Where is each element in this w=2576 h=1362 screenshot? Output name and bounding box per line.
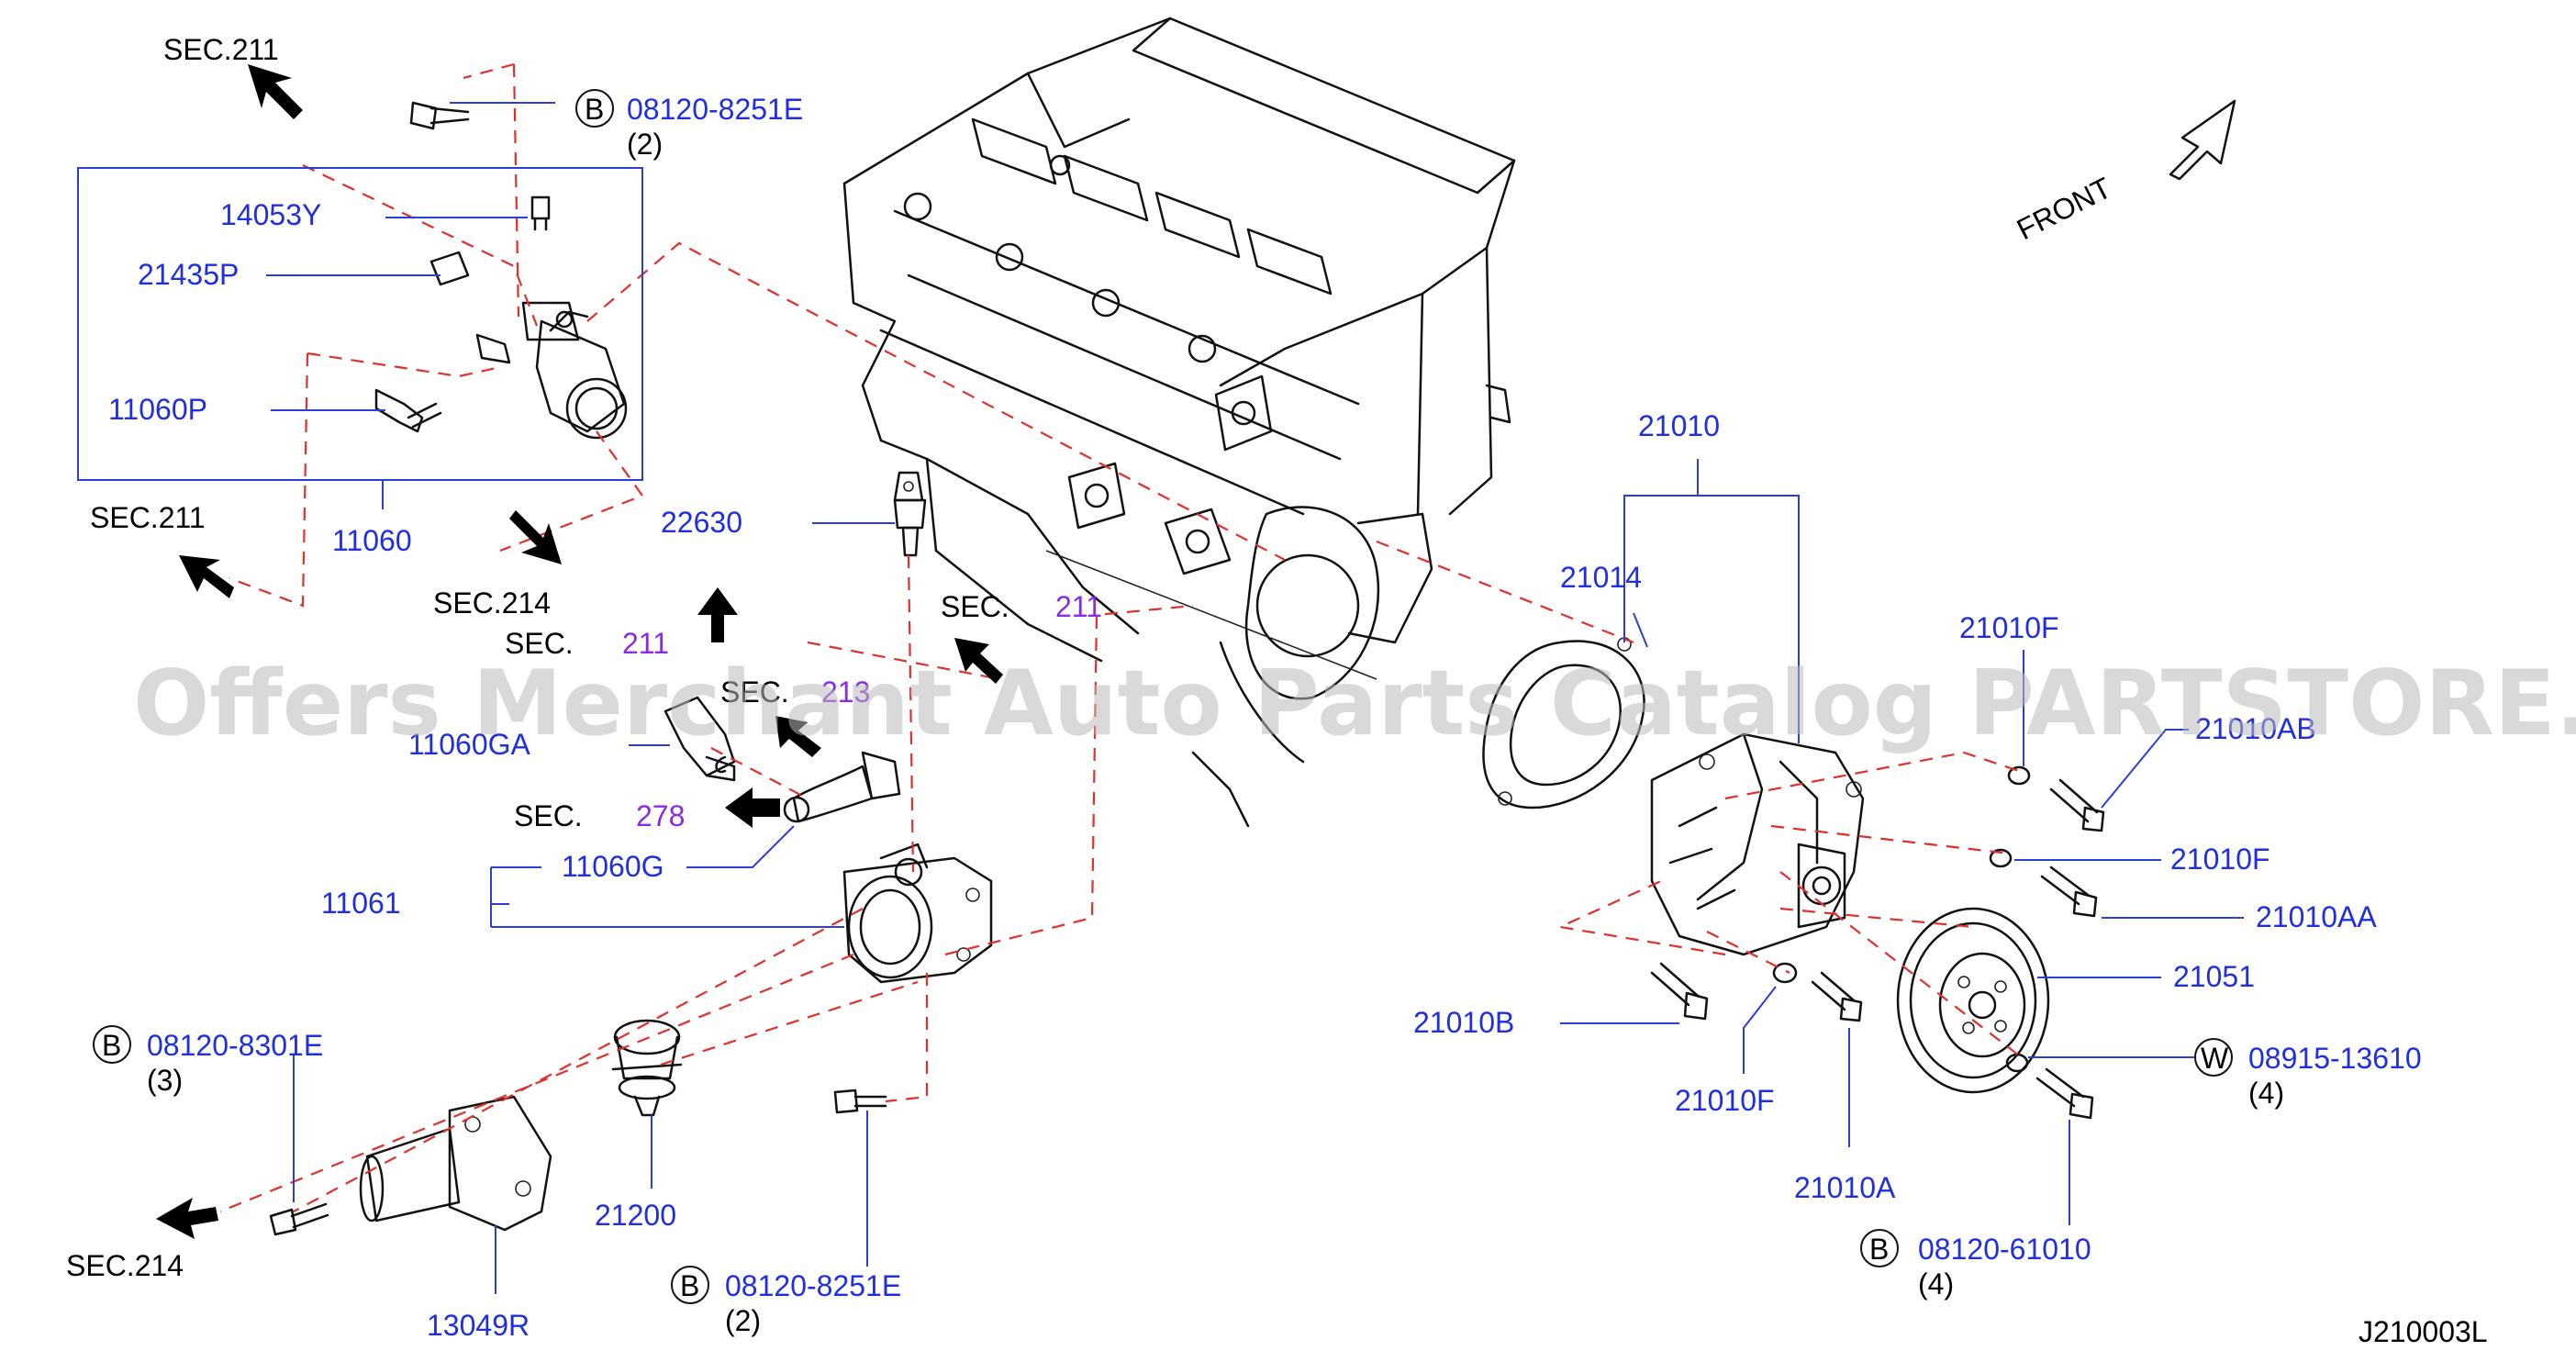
sec-b-number[interactable]: 213 <box>821 675 870 709</box>
sec-c-number[interactable]: 278 <box>636 799 685 832</box>
badge-circle <box>1860 1229 1899 1267</box>
part-11060G[interactable]: 11060G <box>562 850 664 883</box>
badge-circle <box>2194 1038 2233 1077</box>
washer-21010F-mid <box>1989 848 2013 868</box>
part-21010F-top[interactable]: 21010F <box>1959 611 2059 644</box>
washer-21010F-bottom <box>1772 962 1798 984</box>
arrow-sec211-left <box>179 555 234 598</box>
sec-b-label[interactable]: SEC. <box>720 675 789 709</box>
thermostat-housing-11061-drawing <box>842 843 993 984</box>
sec-d-number[interactable]: 211 <box>1055 590 1102 623</box>
bolt-11060P-drawing <box>374 388 442 433</box>
fastener-right-qty: (4) <box>1918 1267 1954 1301</box>
sec211-top-label[interactable]: SEC.211 <box>163 33 279 66</box>
thermostat-housing-11060-drawing <box>475 195 628 440</box>
part-21051[interactable]: 21051 <box>2173 960 2255 993</box>
arrow-sec214-mid <box>509 510 562 564</box>
part-21010F-mid[interactable]: 21010F <box>2170 843 2270 876</box>
fastener-left-code[interactable]: 08120-8301E <box>147 1029 323 1062</box>
part-21010A[interactable]: 21010A <box>1794 1171 1896 1204</box>
part-21010AB[interactable]: 21010AB <box>2195 712 2316 745</box>
fastener-top-code[interactable]: 08120-8251E <box>627 93 803 126</box>
fastener-bottom-badge: B <box>680 1269 699 1302</box>
water-pump-pulley-drawing <box>1896 907 2050 1094</box>
fastener-top-qty: (2) <box>627 128 663 161</box>
sec-a-number[interactable]: 211 <box>622 627 669 660</box>
sensor-22630-drawing <box>893 471 927 557</box>
fastener-washer-badge: W <box>2201 1042 2229 1075</box>
water-pump-body-drawing <box>1650 732 1865 956</box>
bolt-21010A <box>1811 971 1863 1022</box>
arrow-sec-b <box>775 716 821 757</box>
arrow-sec-a <box>697 587 738 642</box>
bolt-08120-61010 <box>2035 1067 2094 1120</box>
arrow-sec-c <box>725 787 780 828</box>
phantom-assembly-lines <box>219 62 2020 1213</box>
bolt-08120-8251E-bottom <box>833 1088 887 1114</box>
part-14053Y[interactable]: 14053Y <box>220 198 321 231</box>
part-11060P[interactable]: 11060P <box>108 393 207 426</box>
arrow-sec214-bottom <box>156 1198 218 1239</box>
part-11061[interactable]: 11061 <box>321 887 401 920</box>
part-21010AA[interactable]: 21010AA <box>2256 900 2377 933</box>
bolt-21010B <box>1650 962 1709 1021</box>
sec214-mid-label[interactable]: SEC.214 <box>433 586 551 620</box>
diagram-code: J210003L <box>2359 1315 2488 1348</box>
bolt-08120-8251E-top <box>409 101 470 130</box>
part-21014[interactable]: 21014 <box>1560 561 1642 594</box>
arrow-sec211-top <box>248 64 303 119</box>
fastener-bottom-code[interactable]: 08120-8251E <box>725 1269 901 1302</box>
hose-11060GA-drawing <box>664 696 736 782</box>
bolt-08120-8301E <box>269 1202 329 1236</box>
badge-circle <box>575 89 614 128</box>
part-21435P[interactable]: 21435P <box>138 258 239 291</box>
sec-c-label[interactable]: SEC. <box>514 799 583 832</box>
part-number-labels: 14053Y 21435P 11060P 11060 22630 11060GA… <box>108 198 2377 1342</box>
badge-circle <box>93 1025 131 1064</box>
watermark-text: Offers Merchant Auto Parts Catalog PARTS… <box>133 652 2576 756</box>
fastener-left-qty: (3) <box>147 1064 183 1097</box>
sec-d-label[interactable]: SEC. <box>941 590 1009 623</box>
engine-block-illustration <box>842 17 1516 828</box>
bolt-21010AB <box>2049 778 2105 832</box>
part-22630[interactable]: 22630 <box>661 506 742 539</box>
thermostat-21200-drawing <box>611 1019 683 1117</box>
fastener-right-badge: B <box>1869 1233 1889 1266</box>
fastener-callouts: B 08120-8251E (2) B 08120-8301E (3) B 08… <box>93 89 2422 1337</box>
bolt-21010AA <box>2040 865 2098 918</box>
fastener-washer-qty: (4) <box>2248 1077 2284 1110</box>
hose-11060G-drawing <box>783 751 901 823</box>
front-arrow-icon <box>2169 99 2236 181</box>
part-11060[interactable]: 11060 <box>332 524 412 557</box>
part-13049R[interactable]: 13049R <box>427 1309 530 1342</box>
sec-a-label[interactable]: SEC. <box>505 627 574 660</box>
fastener-right-code[interactable]: 08120-61010 <box>1918 1233 2091 1266</box>
front-label: FRONT <box>2012 171 2117 246</box>
fastener-top-badge: B <box>585 93 604 126</box>
sec214-bottom-label[interactable]: SEC.214 <box>66 1249 184 1282</box>
arrow-sec-d <box>954 638 1003 684</box>
part-21010B[interactable]: 21010B <box>1413 1006 1514 1039</box>
gasket-21435P-drawing <box>429 251 470 286</box>
badge-circle <box>671 1266 709 1304</box>
sec211-left-label[interactable]: SEC.211 <box>90 501 206 534</box>
fastener-washer-code[interactable]: 08915-13610 <box>2248 1042 2422 1075</box>
water-inlet-13049R-drawing <box>359 1095 552 1232</box>
part-21010F-bottom[interactable]: 21010F <box>1675 1084 1775 1117</box>
part-21010[interactable]: 21010 <box>1638 409 1720 442</box>
leader-lines <box>77 102 2244 1294</box>
washer-21010F-top <box>2007 765 2031 786</box>
part-11060GA[interactable]: 11060GA <box>408 728 531 761</box>
fastener-left-badge: B <box>102 1029 121 1062</box>
fastener-bottom-qty: (2) <box>725 1304 761 1337</box>
part-21200[interactable]: 21200 <box>595 1199 676 1232</box>
